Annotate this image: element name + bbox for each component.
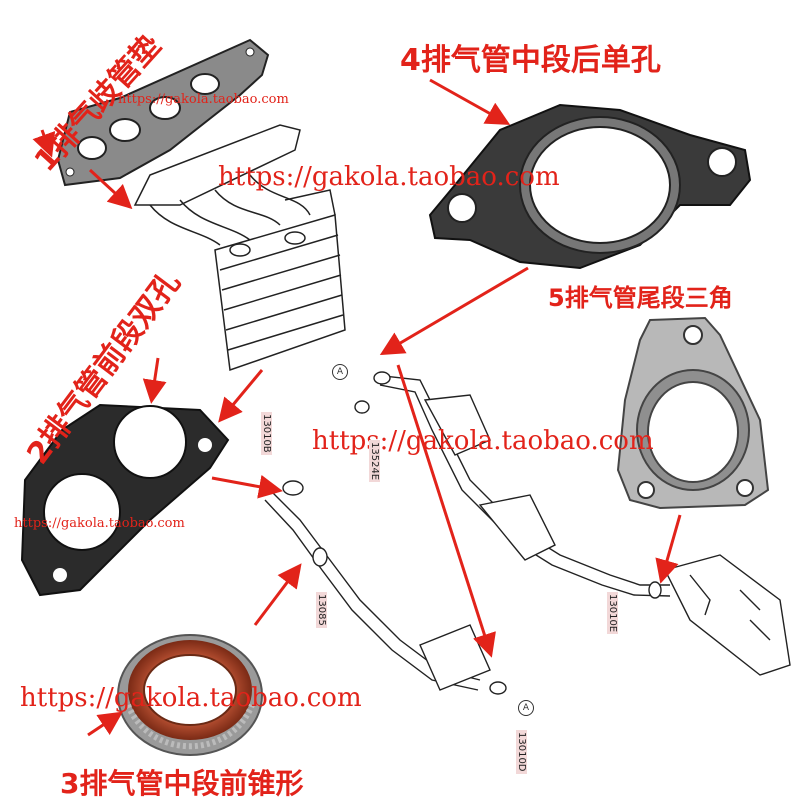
exhaust-pipe-drawing: [264, 371, 791, 695]
watermark-small-1: https://gakola.taobao.com: [118, 92, 289, 107]
watermark-large-1: https://gakola.taobao.com: [218, 162, 560, 192]
marker-a-2: A: [518, 700, 534, 716]
double-hole-gasket: [20, 403, 230, 597]
part-number-13010D: 13010D: [516, 730, 527, 774]
watermark-large-3: https://gakola.taobao.com: [20, 683, 362, 713]
manifold-drawing: [133, 124, 346, 372]
part-number-13010B: 13010B: [261, 412, 272, 455]
triangle-gasket: [616, 316, 770, 510]
part-number-13524E: 13524E: [369, 440, 380, 483]
part-number-13010E: 13010E: [607, 592, 618, 635]
part-number-13085: 13085: [316, 592, 327, 628]
watermark-large-2: https://gakola.taobao.com: [312, 426, 654, 456]
red-arrows: [32, 78, 682, 737]
label-part4: 4排气管中段后单孔: [400, 43, 661, 78]
label-part3: 3排气管中段前锥形: [60, 767, 304, 800]
single-hole-gasket: [428, 103, 752, 270]
manifold-gasket: [56, 38, 270, 187]
label-part5: 5排气管尾段三角: [548, 284, 733, 312]
marker-a-1: A: [332, 364, 348, 380]
watermark-small-2: https://gakola.taobao.com: [14, 516, 185, 531]
cone-ring-gasket: [117, 634, 263, 756]
